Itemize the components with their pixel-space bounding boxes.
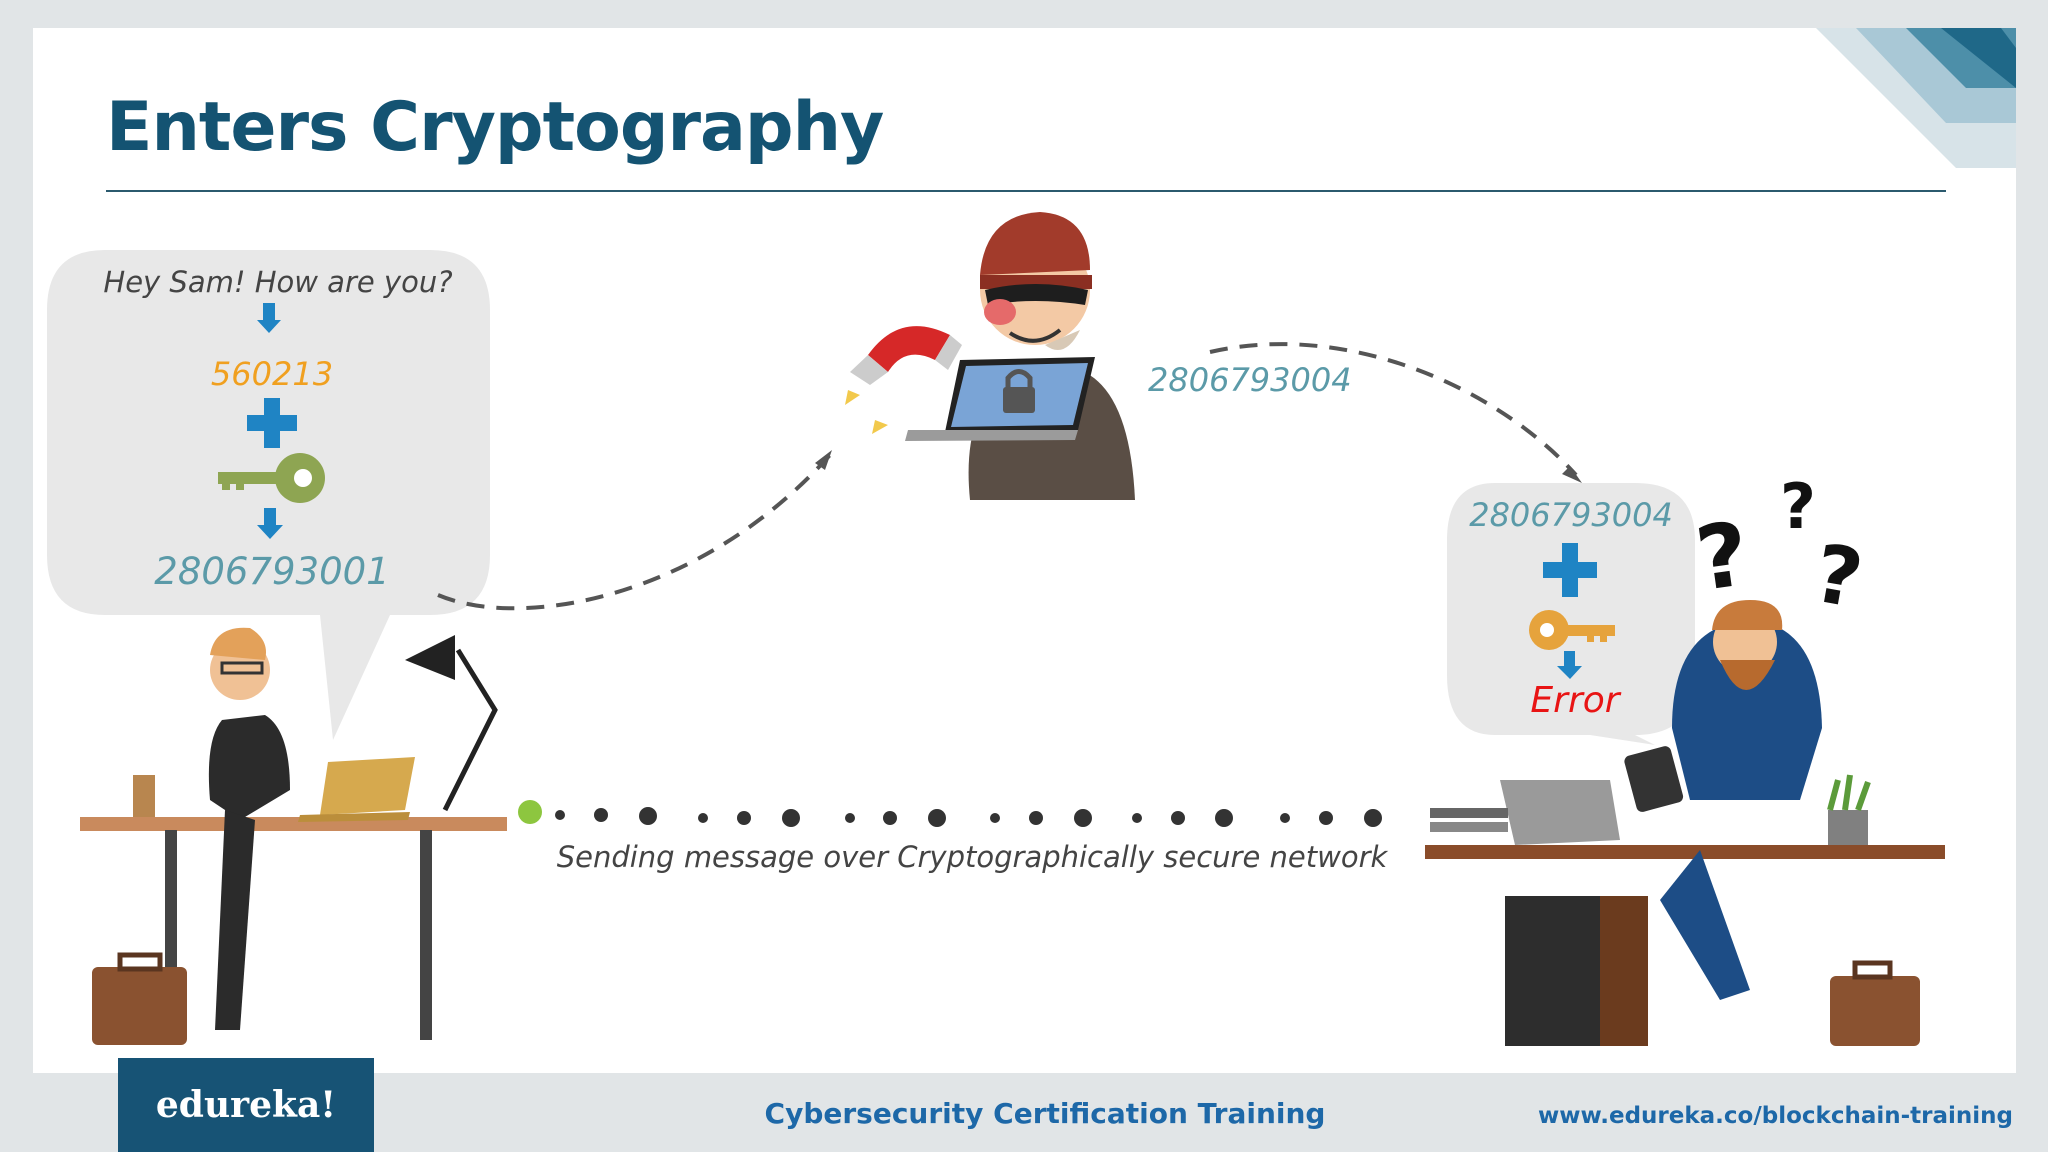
dashed-arrow-to-receiver [1209,342,1578,477]
plus-icon [1543,543,1597,597]
numeric-message: 560213 [210,355,334,393]
corner-decoration [1816,28,2016,168]
logo-text: edureka! [155,1084,337,1126]
plus-icon [247,398,297,448]
sender-ciphertext: 2806793001 [154,550,390,593]
sender-speech-bubble [47,250,490,740]
key-icon [1529,610,1615,650]
title-divider [106,190,1946,192]
key-icon [218,453,325,503]
slide-title: Enters Cryptography [106,88,884,167]
received-value: 2806793004 [1469,496,1673,534]
receiver-speech-bubble [1447,483,1695,745]
dashed-arrow-to-attacker [437,453,832,611]
plain-message: Hey Sam! How are you? [103,265,453,299]
down-arrow-icon [1557,651,1582,679]
edureka-logo[interactable]: edureka! [118,1058,374,1152]
down-arrow-icon [257,508,283,539]
sender-person-illustration [80,627,507,1045]
network-dotted-line [518,800,1382,827]
course-title: Cybersecurity Certification Training [764,1097,1326,1130]
intercepted-value: 2806793004 [1148,361,1352,399]
error-result: Error [1530,680,1620,721]
arrow-head [1562,466,1582,483]
laptop-lock-icon [905,357,1095,441]
arrow-head [815,450,832,470]
network-caption: Sending message over Cryptographically s… [556,840,1388,874]
receiver-person-illustration [1425,600,1945,1046]
magnet-icon [845,326,962,434]
thief-icon [968,212,1135,500]
question-mark-icon: ? [1780,470,1816,543]
course-url[interactable]: www.edureka.co/blockchain-training [1537,1103,2013,1129]
down-arrow-icon [257,303,281,333]
